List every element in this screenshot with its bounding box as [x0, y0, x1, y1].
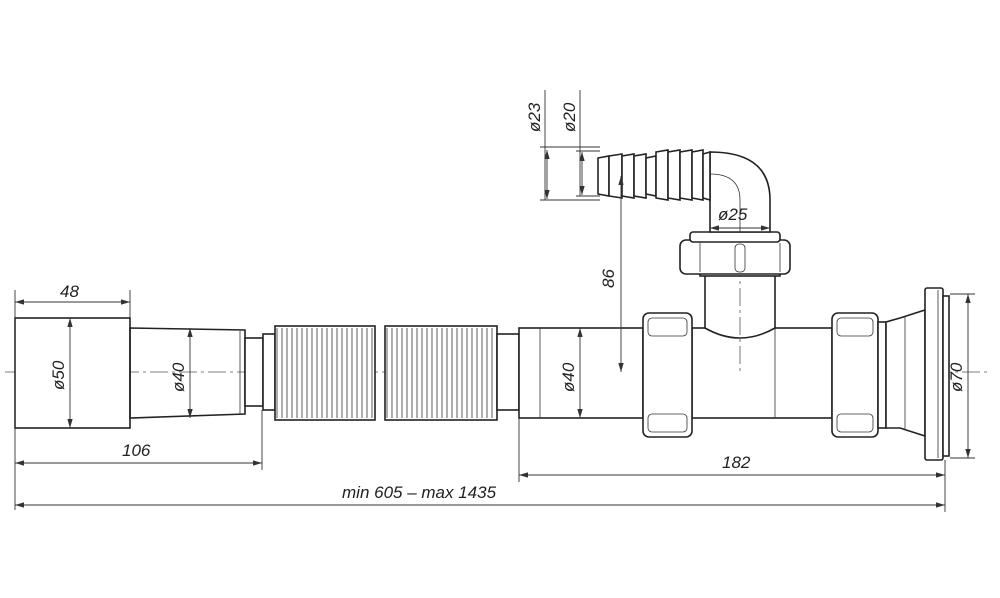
hose-barb — [608, 153, 623, 199]
elbow-connector — [597, 149, 771, 233]
hose-barb — [655, 149, 669, 201]
dim-elbow-diameter: ø25 — [718, 205, 748, 224]
right-union-nut — [831, 312, 879, 438]
hose-barb — [633, 153, 647, 199]
hose-barb — [691, 149, 704, 201]
dim-cup-length: 48 — [60, 282, 79, 301]
hose-barb — [597, 155, 610, 197]
dim-hose-inner-diameter: ø20 — [560, 102, 579, 132]
corrugated-hose — [274, 325, 520, 421]
hose-barb — [667, 149, 681, 201]
dimension-lines — [14, 90, 975, 512]
drain-flange — [877, 287, 950, 461]
dim-hose-outer-diameter: ø23 — [525, 102, 544, 132]
left-union-nut — [642, 312, 693, 438]
dim-inlet-diameter: ø40 — [169, 362, 188, 392]
dim-total-length: min 605 – max 1435 — [342, 483, 497, 502]
hose-barb — [621, 153, 635, 199]
tee-branch — [679, 230, 791, 372]
dim-branch-height: 86 — [599, 269, 618, 288]
hose-barb — [679, 149, 693, 201]
dim-cup-diameter: ø50 — [49, 360, 68, 390]
dim-outlet-diameter: ø40 — [559, 362, 578, 392]
dim-inlet-length: 106 — [122, 441, 151, 460]
dim-flange-diameter: ø70 — [947, 362, 966, 392]
hose-barb — [702, 150, 711, 202]
hose-barb — [645, 155, 657, 197]
dim-outlet-length: 182 — [722, 453, 751, 472]
